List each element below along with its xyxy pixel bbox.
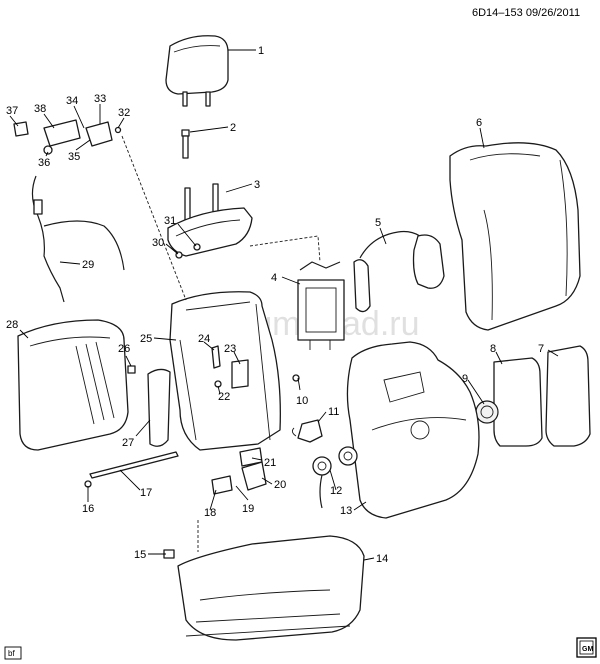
- callout-8: 8: [490, 343, 496, 355]
- callout-23: 23: [224, 343, 236, 355]
- callout-33: 33: [94, 93, 106, 105]
- callout-10: 10: [296, 395, 308, 407]
- speaker-grille: [475, 400, 499, 424]
- callout-17: 17: [140, 487, 152, 499]
- callout-37: 37: [6, 105, 18, 117]
- seat-base-cushion: [177, 535, 365, 641]
- callout-5: 5: [375, 217, 381, 229]
- callout-26: 26: [118, 343, 130, 355]
- callout-9: 9: [462, 373, 468, 385]
- corner-tag: bf: [4, 646, 22, 660]
- callout-38: 38: [34, 103, 46, 115]
- callout-36: 36: [38, 157, 50, 169]
- callout-18: 18: [204, 507, 216, 519]
- switch-assembly: [13, 119, 122, 155]
- module-23: [231, 359, 249, 389]
- wiring-harness: [31, 175, 125, 303]
- callout-29: 29: [82, 259, 94, 271]
- diagram-code: 6D14–153 09/26/2011: [472, 7, 580, 19]
- headrest-guide: [181, 129, 190, 159]
- back-panel-7: [545, 345, 591, 447]
- callout-6: 6: [476, 117, 482, 129]
- seat-back-cushion: [449, 142, 581, 331]
- callout-25: 25: [140, 333, 152, 345]
- leader-lines: [9, 49, 559, 561]
- callout-19: 19: [242, 503, 254, 515]
- side-bolster: [353, 230, 445, 313]
- callout-35: 35: [68, 151, 80, 163]
- back-panel-8: [493, 357, 543, 447]
- callout-22: 22: [218, 391, 230, 403]
- clip: [127, 365, 136, 374]
- bracket-24: [211, 345, 221, 369]
- callout-1: 1: [258, 45, 264, 57]
- callout-2: 2: [230, 122, 236, 134]
- callout-7: 7: [538, 343, 544, 355]
- callout-14: 14: [376, 553, 388, 565]
- callout-31: 31: [164, 215, 176, 227]
- side-pad: [147, 368, 171, 447]
- callout-30: 30: [152, 237, 164, 249]
- callout-3: 3: [254, 179, 260, 191]
- lumbar-module: [297, 261, 345, 350]
- rod: [89, 451, 179, 479]
- callout-13: 13: [340, 505, 352, 517]
- callout-16: 16: [82, 503, 94, 515]
- rear-back-panel: [17, 319, 129, 451]
- speaker-pair: [312, 446, 358, 509]
- screw-10: [292, 374, 300, 382]
- gm-logo: GM: [576, 637, 597, 658]
- callout-labels: 1 2 3 4 5 6 7 8 9 10 11 12 13 14 15 16 1…: [6, 45, 544, 565]
- recliner-mechanism: [211, 447, 267, 495]
- bracket: [291, 419, 323, 443]
- callout-34: 34: [66, 95, 78, 107]
- callout-4: 4: [271, 272, 277, 284]
- callout-32: 32: [118, 107, 130, 119]
- svg-text:GM: GM: [582, 646, 593, 653]
- callout-21: 21: [264, 457, 276, 469]
- callout-12: 12: [330, 485, 342, 497]
- callout-27: 27: [122, 437, 134, 449]
- corner-tag-label: bf: [8, 649, 15, 658]
- callout-20: 20: [274, 479, 286, 491]
- callout-24: 24: [198, 333, 210, 345]
- seat-back-frame: [169, 291, 281, 451]
- seat-back-cover: [346, 341, 480, 519]
- callout-28: 28: [6, 319, 18, 331]
- callout-11: 11: [328, 406, 339, 418]
- upper-frame: [167, 183, 253, 257]
- callout-15: 15: [134, 549, 146, 561]
- headrest: [165, 35, 229, 107]
